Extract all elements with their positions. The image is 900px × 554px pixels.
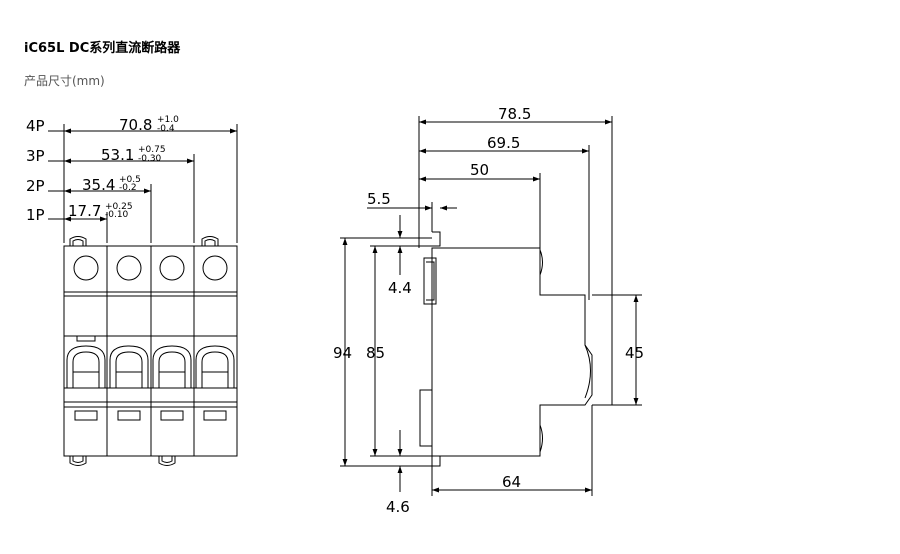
width-1p-tol-minus: -0.10 xyxy=(105,210,129,220)
width-3p-value: 53.1 xyxy=(101,146,134,164)
width-2p-tol-plus: +0.5 xyxy=(119,175,141,185)
page-subtitle: 产品尺寸(mm) xyxy=(24,74,105,88)
width-1p-tol-plus: +0.25 xyxy=(105,202,133,212)
pole-label-1p: 1P xyxy=(26,206,45,224)
width-4p-tol-minus: -0.4 xyxy=(157,124,175,134)
pole-label-2p: 2P xyxy=(26,177,45,195)
depth-total-label: 78.5 xyxy=(498,105,531,123)
terminal-circle xyxy=(116,255,142,281)
height-inner-label: 85 xyxy=(366,344,385,362)
side-view: 78.5 69.5 50 5.5 4.4 94 85 45 4.6 64 xyxy=(333,105,644,516)
height-total-label: 94 xyxy=(333,344,352,362)
width-2p-tol-minus: -0.2 xyxy=(119,183,137,193)
side-height-dimensions xyxy=(340,215,642,492)
pole-label-3p: 3P xyxy=(26,147,45,165)
width-1p-value: 17.7 xyxy=(68,202,101,220)
terminal-circle xyxy=(159,255,185,281)
clip-offset-label: 5.5 xyxy=(367,190,391,208)
width-2p-value: 35.4 xyxy=(82,176,115,194)
page-title: iC65L DC系列直流断路器 xyxy=(24,41,181,56)
top-gap-label: 4.4 xyxy=(388,279,412,297)
breaker-side-body xyxy=(419,231,593,467)
front-width-dimensions xyxy=(48,124,238,243)
pole-label-4p: 4P xyxy=(26,117,45,135)
side-depth-dimensions xyxy=(367,116,613,496)
terminal-circle xyxy=(202,255,228,281)
width-4p-tol-plus: +1.0 xyxy=(157,115,179,125)
bottom-gap-label: 4.6 xyxy=(386,498,410,516)
rail-height-label: 45 xyxy=(625,344,644,362)
width-3p-tol-plus: +0.75 xyxy=(138,145,166,155)
depth-2-label: 69.5 xyxy=(487,134,520,152)
front-view: 4P 3P 2P 1P 70.8 +1.0 -0.4 53.1 +0.75 -0… xyxy=(26,115,238,466)
width-3p-tol-minus: -0.30 xyxy=(138,154,162,164)
depth-3-label: 50 xyxy=(470,161,489,179)
width-4p-value: 70.8 xyxy=(119,116,152,134)
terminal-circle xyxy=(73,255,99,281)
breaker-front-body xyxy=(63,236,238,466)
handles xyxy=(66,345,235,388)
base-depth-label: 64 xyxy=(502,473,521,491)
